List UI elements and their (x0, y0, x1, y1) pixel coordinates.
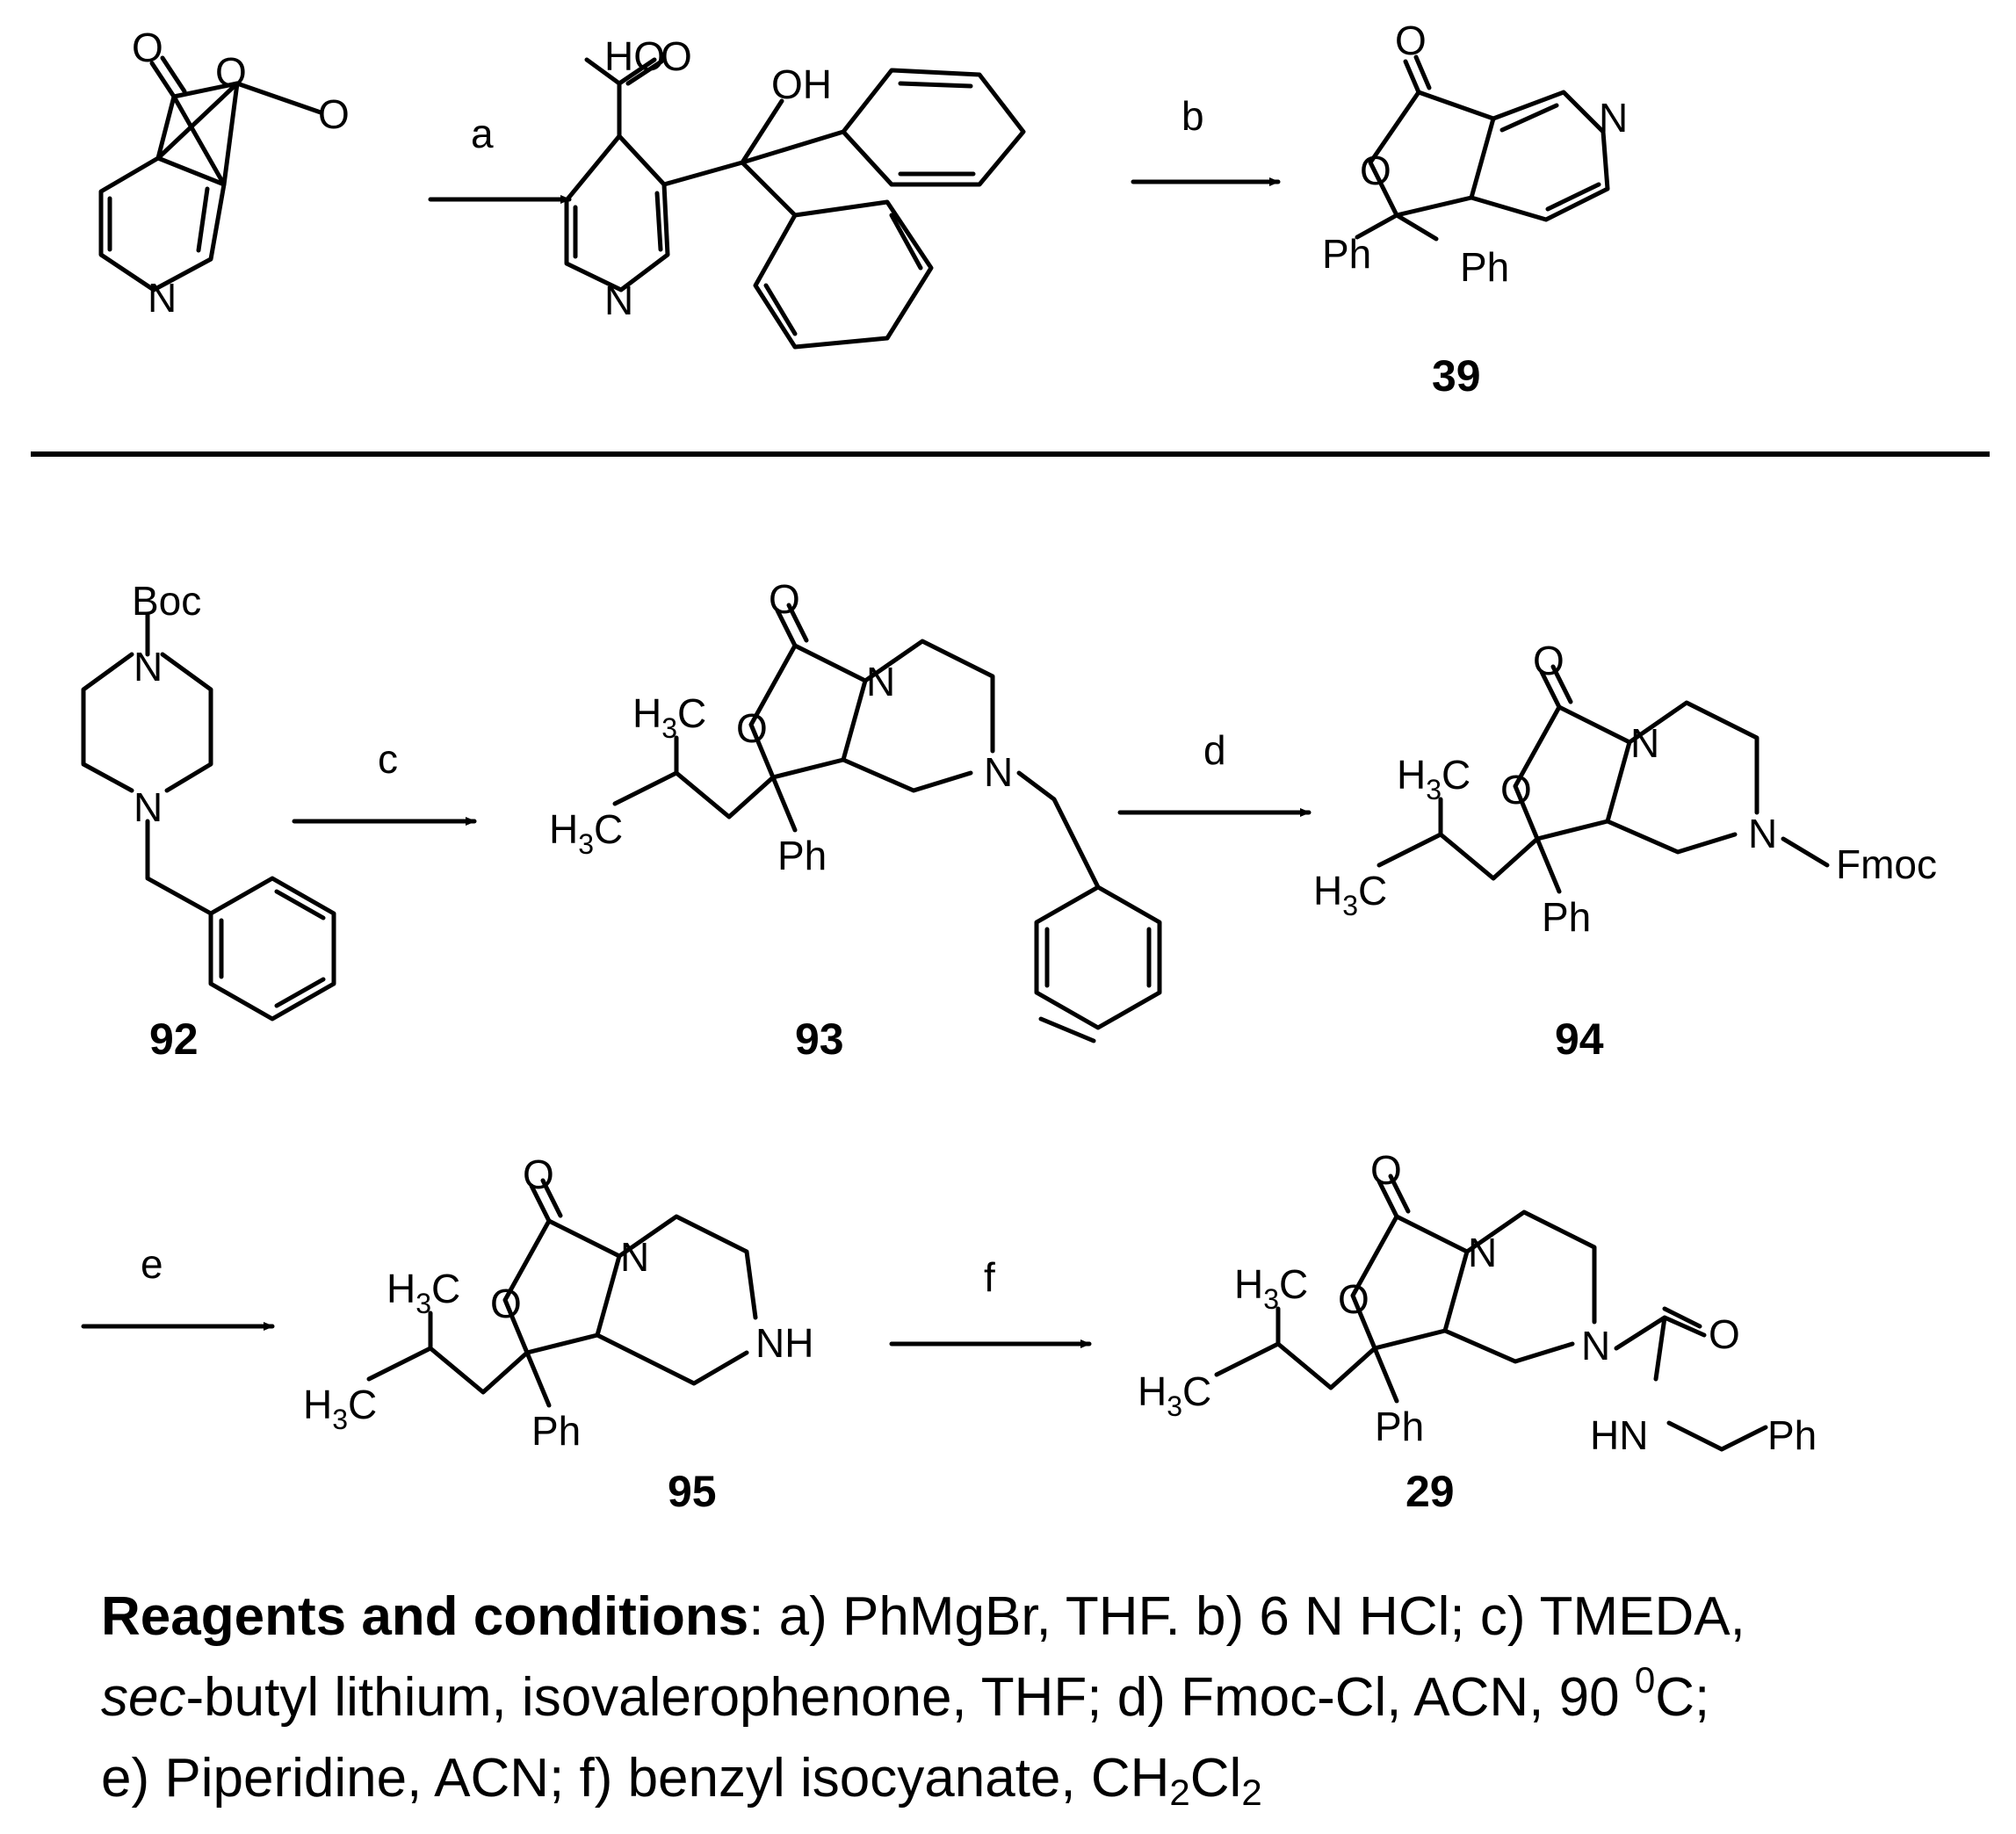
atom-o: O (1370, 1147, 1402, 1193)
compound-95: O O N NH Ph H3C H3C (303, 1152, 813, 1454)
atom-ph: Ph (1542, 894, 1591, 940)
atom-o: O (769, 576, 800, 622)
compound-number-92: 92 (149, 1014, 199, 1064)
atom-o: O (1500, 767, 1532, 812)
compound-39: O O N Ph Ph (1322, 18, 1628, 290)
atom-ho: HO (604, 33, 665, 79)
atom-n: N (148, 275, 177, 321)
compound-number-95: 95 (668, 1467, 717, 1516)
pyridine-dicarboxylic-anhydride: O O O N (98, 25, 350, 321)
step-label-e: e (141, 1241, 163, 1287)
atom-hn: HN (1590, 1412, 1648, 1458)
methyl-h3c: H3C (549, 806, 623, 860)
atom-ph: Ph (1322, 231, 1371, 277)
atom-ph: Ph (531, 1408, 581, 1454)
atom-nh: NH (755, 1320, 813, 1366)
atom-o: O (1533, 638, 1564, 683)
atom-o: O (490, 1281, 522, 1326)
atom-o: O (1395, 18, 1427, 63)
atom-n: N (1581, 1323, 1610, 1368)
atom-n: N (134, 784, 163, 830)
step-label-f: f (984, 1254, 995, 1300)
compound-94: O O N N Fmoc Ph H3C H3C (1313, 638, 1937, 940)
step-label-d: d (1203, 727, 1226, 773)
methyl-h3c: H3C (1313, 868, 1387, 921)
atom-o: O (1709, 1311, 1740, 1357)
atom-o: O (523, 1152, 554, 1197)
step-label-a: a (471, 111, 494, 156)
conditions-heading: Reagents and conditions (101, 1586, 749, 1647)
atom-n: N (1748, 811, 1777, 856)
hydroxy-acid-intermediate: HO O OH N (564, 33, 1026, 350)
atom-ph: Ph (1460, 244, 1509, 290)
methyl-h3c: H3C (303, 1382, 377, 1435)
atom-o: O (1338, 1276, 1369, 1322)
atom-fmoc: Fmoc (1836, 841, 1937, 887)
step-label-c: c (378, 736, 398, 782)
atom-ph: Ph (777, 833, 827, 878)
atom-n: N (866, 659, 895, 704)
atom-n: N (1630, 720, 1659, 766)
atom-ph: Ph (1375, 1404, 1424, 1449)
methyl-h3c: H3C (632, 690, 706, 744)
atom-n: N (1599, 95, 1628, 141)
conditions-line-3: e) Piperidine, ACN; f) benzyl isocyanate… (101, 1748, 1262, 1813)
atom-boc: Boc (132, 578, 201, 624)
atom-n: N (984, 749, 1013, 795)
atom-n: N (620, 1234, 649, 1280)
atom-o: O (318, 91, 350, 137)
atom-n: N (604, 278, 633, 323)
compound-number-39: 39 (1432, 351, 1481, 401)
methyl-h3c: H3C (1234, 1261, 1308, 1315)
conditions-line-2: sec-butyl lithium, isovalerophenone, THF… (101, 1659, 1710, 1729)
conditions-line-1: Reagents and conditions: a) PhMgBr, THF.… (101, 1586, 1745, 1647)
compound-number-29: 29 (1405, 1467, 1455, 1516)
atom-oh: OH (771, 61, 832, 107)
compound-number-94: 94 (1555, 1014, 1604, 1064)
reagents-and-conditions: Reagents and conditions: a) PhMgBr, THF.… (101, 1577, 1963, 1819)
atom-o: O (661, 33, 692, 79)
step-label-b: b (1181, 93, 1204, 139)
compound-29: O O N N O HN Ph Ph H3C H3C (1138, 1147, 1817, 1458)
atom-o: O (215, 49, 247, 95)
atom-o: O (132, 25, 163, 70)
methyl-h3c: H3C (1397, 752, 1470, 805)
atom-o: O (736, 705, 768, 751)
compound-92: Boc N N (81, 578, 336, 1022)
atom-ph: Ph (1767, 1412, 1817, 1458)
atom-n: N (1468, 1230, 1497, 1275)
methyl-h3c: H3C (1138, 1368, 1211, 1422)
atom-n: N (134, 644, 163, 690)
methyl-h3c: H3C (387, 1266, 460, 1319)
atom-o: O (1360, 148, 1391, 193)
compound-number-93: 93 (795, 1014, 844, 1064)
compound-93: O O N N Ph H3C H3C (549, 576, 1162, 1043)
